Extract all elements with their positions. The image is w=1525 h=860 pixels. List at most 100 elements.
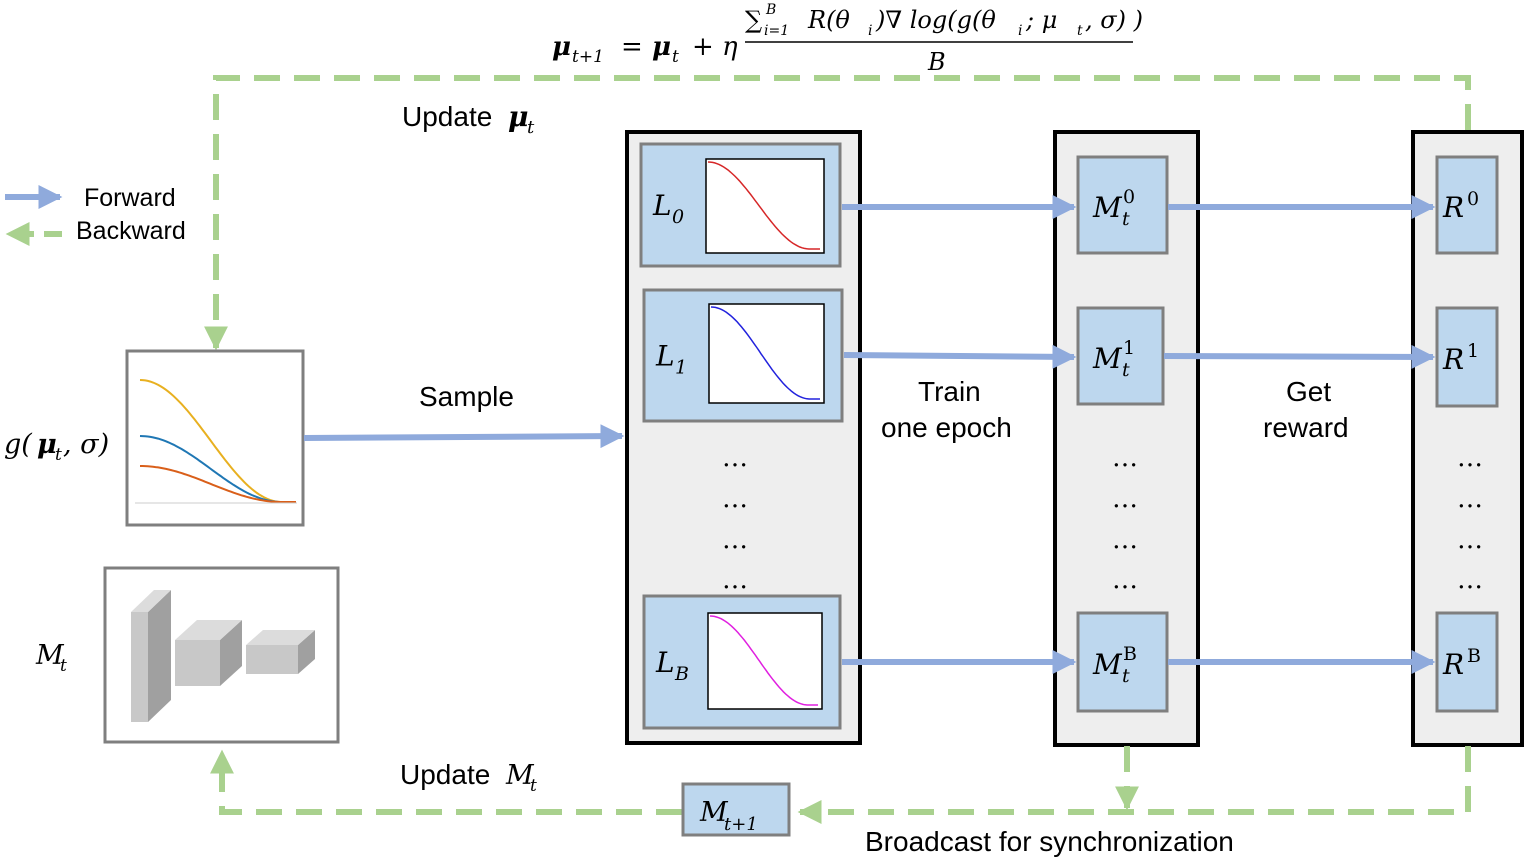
- model-superscript: B: [1123, 643, 1137, 665]
- ellipsis-0-1: …: [722, 484, 748, 514]
- formula-num-i2: i: [1018, 23, 1022, 39]
- layer-box-top: [246, 630, 315, 645]
- formula-sum-sup: B: [765, 2, 776, 18]
- train-label-line1: Train: [918, 376, 981, 407]
- formula-num-part2: )∇ log(g(θ: [875, 6, 996, 34]
- formula-num-part4: , σ) ): [1085, 6, 1143, 34]
- ellipsis-0-3: …: [722, 565, 748, 595]
- reward-superscript: B: [1467, 645, 1481, 667]
- reward-symbol: R: [1442, 648, 1464, 681]
- model-symbol: M: [1092, 648, 1123, 681]
- backward-arrow-update-mu: [204, 75, 1471, 351]
- train-arrow-1: [843, 344, 1077, 369]
- update-m-sub: t: [530, 776, 537, 796]
- loss-plot-box: [707, 612, 823, 710]
- model-cell-box: [1076, 306, 1165, 406]
- layer-cube-side: [220, 620, 242, 686]
- distribution-label: g( μ t , σ): [4, 429, 109, 465]
- formula-denominator: B: [927, 48, 946, 76]
- update-mu-sub: t: [527, 117, 535, 138]
- reward-symbol: R: [1442, 191, 1464, 224]
- g-label-g: g(: [4, 429, 33, 460]
- update-mu-symbol: μ: [508, 100, 529, 133]
- model-layers-illustration: [131, 590, 315, 722]
- model-label-sub: t: [60, 656, 67, 676]
- formula-rhs-mu-sub: t: [672, 47, 679, 67]
- sample-label: Sample: [419, 381, 514, 412]
- model-label: M: [35, 640, 65, 671]
- formula-num-t: t: [1077, 23, 1083, 39]
- loss-symbol: L: [655, 340, 675, 373]
- train-label-line2: one epoch: [881, 412, 1012, 443]
- loss-curve: [710, 306, 820, 400]
- loss-subscript: 1: [675, 357, 687, 379]
- model-superscript: 0: [1123, 186, 1135, 208]
- formula-lhs-sub: t+1: [572, 47, 604, 67]
- model-symbol: M: [1092, 191, 1123, 224]
- formula-sum-sub: i=1: [764, 23, 789, 39]
- layer-slab-side: [148, 590, 171, 722]
- m-next-symbol: M: [699, 797, 729, 828]
- ellipsis-1-1: …: [1112, 484, 1138, 514]
- formula-sum: ∑: [745, 6, 762, 34]
- reward-symbol: R: [1442, 343, 1464, 376]
- legend-forward-label: Forward: [84, 184, 176, 212]
- loss-curve: [709, 615, 818, 706]
- formula-rhs-mu: μ: [652, 32, 671, 62]
- reward-label-line2: reward: [1263, 412, 1349, 443]
- formula-num-part1: R(θ: [807, 6, 850, 34]
- reward-cell-box: [1435, 306, 1499, 408]
- layer-box-front: [246, 645, 298, 674]
- model-superscript: 1: [1123, 337, 1135, 359]
- formula-eq: =: [621, 32, 643, 62]
- m-next-sub: t+1: [724, 814, 758, 835]
- reward-arrow-1: [1163, 344, 1436, 369]
- loss-subscript: 0: [672, 206, 684, 228]
- loss-symbol: L: [652, 189, 672, 222]
- layer-slab-front: [131, 612, 148, 722]
- update-m-label: Update: [400, 759, 490, 790]
- formula-num-i1: i: [868, 23, 872, 39]
- formula-num-part3: ; μ: [1025, 6, 1057, 34]
- model-subscript: t: [1122, 359, 1130, 381]
- backward-arrow-update-m: [210, 749, 682, 815]
- g-label-rest: , σ): [63, 429, 109, 460]
- broadcast-label: Broadcast for synchronization: [865, 826, 1234, 857]
- update-formula: μ t+1 = μ t + η ∑ B i=1 R(θ i )∇ log(g(θ…: [552, 2, 1143, 76]
- model-symbol: M: [1092, 342, 1123, 375]
- ellipses: ………………………………: [722, 443, 1483, 595]
- reward-cell-box: [1435, 611, 1499, 713]
- model-cell-box: [1076, 155, 1169, 255]
- layer-cube-front: [175, 640, 220, 686]
- legend-backward-label: Backward: [76, 217, 186, 245]
- formula-plus-eta: + η: [692, 32, 738, 62]
- ellipsis-2-1: …: [1457, 484, 1483, 514]
- distribution-curves: [139, 379, 296, 503]
- ellipsis-2-3: …: [1457, 565, 1483, 595]
- layer-cube-top: [175, 620, 242, 640]
- ellipsis-2-2: …: [1457, 525, 1483, 555]
- distribution-curve-2: [140, 465, 296, 503]
- ellipsis-0-0: …: [722, 443, 748, 473]
- loss-subscript: B: [674, 663, 689, 685]
- reward-superscript: 0: [1467, 188, 1479, 210]
- legend: Forward Backward: [5, 184, 186, 246]
- loss-curve: [707, 161, 820, 250]
- model-cell-box: [1076, 611, 1169, 713]
- loss-plot-box: [705, 158, 825, 254]
- ellipsis-2-0: …: [1457, 443, 1483, 473]
- layer-slab-top: [131, 590, 171, 612]
- model-subscript: t: [1122, 665, 1130, 687]
- model-subscript: t: [1122, 208, 1130, 230]
- loss-symbol: L: [655, 646, 675, 679]
- layer-box-side: [298, 630, 315, 674]
- loss-plot-box: [708, 303, 825, 404]
